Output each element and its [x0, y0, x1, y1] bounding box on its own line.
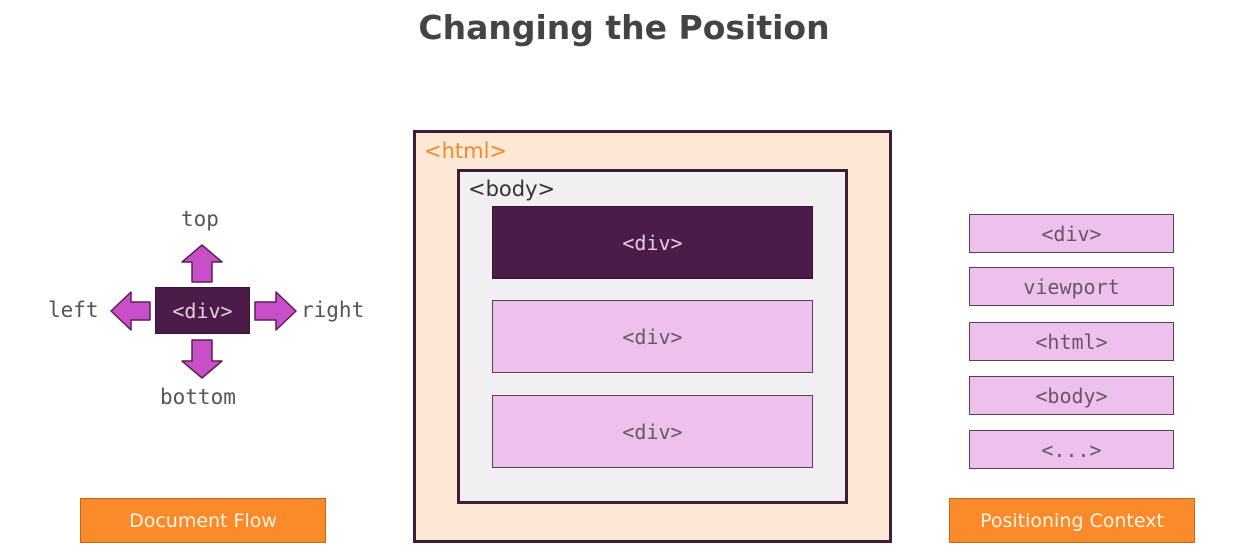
label-left: left: [48, 298, 99, 322]
context-item-viewport: viewport: [969, 267, 1174, 306]
context-item-body: <body>: [969, 376, 1174, 415]
positioned-div: <div>: [155, 287, 250, 334]
page-title: Changing the Position: [418, 8, 830, 47]
html-label: <html>: [424, 139, 508, 163]
arrow-left-icon: [110, 291, 151, 331]
label-bottom: bottom: [160, 385, 236, 409]
label-right: right: [301, 298, 365, 322]
positioning-context-button: Positioning Context: [949, 498, 1195, 543]
div-block-1: <div>: [492, 206, 813, 279]
context-item-div: <div>: [969, 214, 1174, 253]
context-item-ellipsis: <...>: [969, 430, 1174, 469]
div-block-2: <div>: [492, 300, 813, 373]
arrow-right-icon: [254, 291, 297, 331]
document-flow-button: Document Flow: [80, 498, 326, 543]
body-label: <body>: [468, 177, 556, 201]
div-block-3: <div>: [492, 395, 813, 468]
label-top: top: [181, 207, 219, 231]
context-item-html: <html>: [969, 322, 1174, 361]
arrow-down-icon: [181, 339, 223, 379]
arrow-up-icon: [181, 244, 223, 283]
